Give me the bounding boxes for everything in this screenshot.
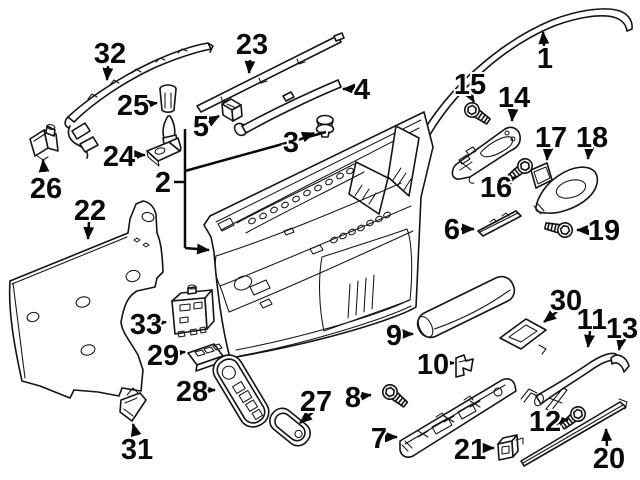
callout-leader-18 [583,146,595,160]
part-window-switch-panel [212,354,270,428]
callout-30-trim-bezel: 30 [550,285,582,317]
callout-28-window-switch-panel: 28 [176,376,208,408]
callout-13-end-cap: 13 [606,313,638,345]
callout-29-switch: 29 [147,340,179,372]
callout-27-switch-bezel: 27 [300,386,332,418]
callout-leader-20 [601,428,613,447]
callout-6-upper-trim-strip: 6 [444,214,460,246]
part-water-shield [8,200,164,399]
part-clip-21 [497,434,524,461]
callout-7-armrest-base-panel: 7 [371,423,387,455]
callout-leader-16 [502,176,516,189]
callout-18-handle-trim-cover: 18 [576,122,608,154]
callout-14-inside-handle-bezel: 14 [498,82,530,114]
callout-25-bulb-socket-sleeve: 25 [117,90,149,122]
callout-leader-5 [205,114,220,127]
part-handle-trim-cover [533,166,599,215]
callout-leader-13 [615,337,627,351]
callout-22-water-shield: 22 [74,195,106,227]
part-trim-plate [530,162,553,189]
callout-32-frame-molding-with-harness: 32 [94,38,126,70]
callout-leader-1 [538,31,550,47]
callout-leader-14 [507,107,519,122]
part-end-cap [610,354,630,373]
callout-19-screw: 19 [588,215,620,247]
part-pull-handle [520,352,619,412]
part-upper-molding-strip [196,32,345,113]
callout-leader-33 [153,318,167,329]
part-window-frame-molding [419,8,633,141]
part-lower-sill-molding [520,398,628,467]
callout-9-armrest-pad: 9 [386,320,402,352]
part-belt-molding [233,79,342,137]
part-bulb-socket-bracket [146,115,182,167]
callout-leader-29 [172,348,186,359]
callout-31-tweeter-cover: 31 [121,434,153,466]
part-inside-handle-bezel [451,126,521,184]
callout-3-grommet-clip: 3 [283,127,299,159]
part-screw-19 [543,217,575,240]
callout-11-pull-handle: 11 [577,304,608,336]
callout-4-belt-molding: 4 [354,74,370,106]
callout-leader-17 [542,147,554,161]
callout-5-molding-clip: 5 [193,111,209,143]
part-bulb-socket-sleeve [159,84,177,113]
callout-8-screw: 8 [345,382,361,414]
part-screw-15 [461,99,494,129]
part-switch-bezel [269,407,311,447]
part-molding-clip [221,98,243,122]
part-courtesy-lamp [29,124,59,161]
callout-leader-22 [83,221,95,240]
callout-leader-15 [463,88,476,103]
part-clip-10 [455,354,474,378]
callout-leader-25 [144,99,158,110]
callout-leader-23 [244,59,256,74]
callout-leader-31 [130,423,142,438]
callout-16-screw: 16 [480,172,512,204]
part-frame-molding-with-harness [64,42,214,159]
callout-24-bulb-socket-bracket: 24 [103,141,135,173]
callout-10-clip: 10 [417,349,449,381]
callout-17-trim-plate: 17 [535,122,567,154]
callout-leader-26 [38,159,50,173]
callout-leader-30 [543,309,560,323]
part-grommet-clip [315,114,335,138]
callout-1-window-frame-molding: 1 [537,43,553,75]
callout-26-courtesy-lamp: 26 [30,173,62,205]
callout-leader-32 [102,65,114,81]
part-tweeter-cover [119,387,147,422]
callout-33-control-module: 33 [130,309,162,341]
callout-15-screw: 15 [454,69,486,101]
callout-leader-2 [184,243,210,255]
callout-21-clip: 21 [454,434,486,466]
part-armrest-pad [416,275,516,339]
part-armrest-base-panel [399,378,517,458]
part-control-module [171,284,215,338]
callout-2-door-trim-panel: 2 [155,167,171,199]
part-screw-8 [379,381,411,411]
callout-20-lower-sill-molding: 20 [593,443,625,475]
callout-leader-27 [299,411,314,424]
part-upper-trim-strip [477,210,522,237]
callout-leader-11 [584,330,595,348]
callout-leader-3 [300,131,315,143]
callout-leader-8 [358,390,372,402]
callout-12-screw: 12 [529,406,561,438]
part-door-trim-panel [203,111,434,359]
callout-23-upper-molding-strip: 23 [236,29,268,61]
part-trim-bezel [499,318,547,355]
